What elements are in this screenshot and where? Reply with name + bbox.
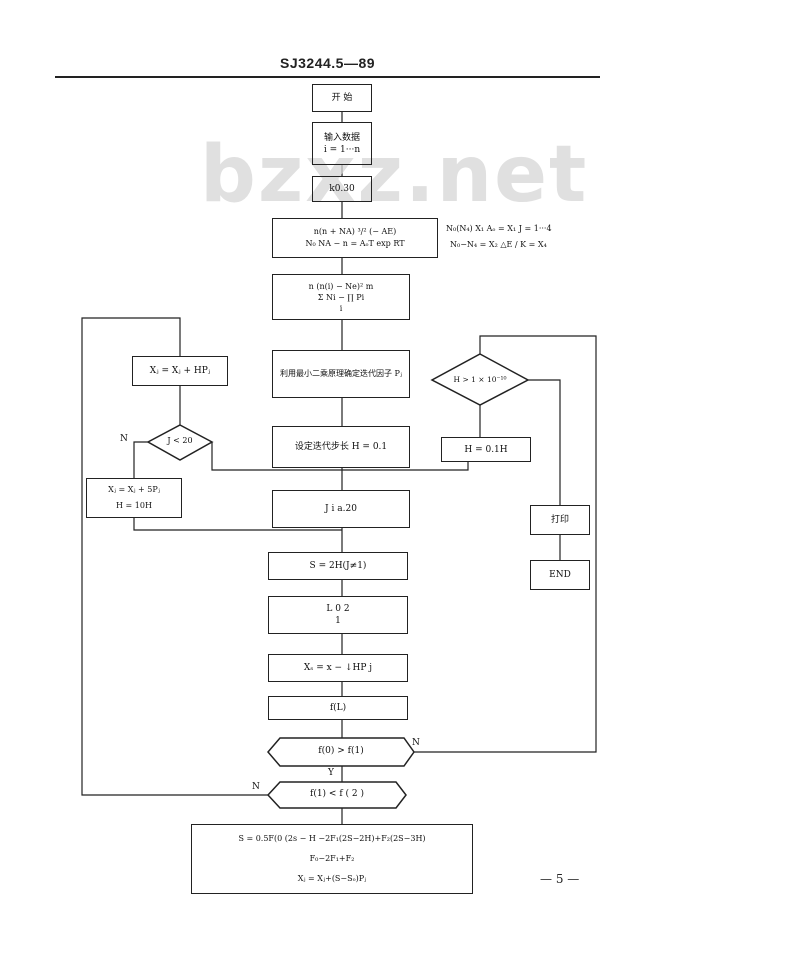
connector-x5-join [133, 518, 342, 531]
cmp1-text: f(0) > f(1) [318, 746, 364, 756]
formula1-box: n(n + NA) ³/² (− AE) N₀ NA − n = AₒT exp… [272, 218, 438, 258]
header-rule [55, 76, 600, 78]
label-n-bottom: N [252, 782, 260, 792]
annotation-line2: N₀−N₄ = X₂ △E / K = X₄ [450, 240, 547, 249]
label-n-left: N [120, 434, 128, 444]
connector-hcond-print [528, 379, 561, 505]
x5-box: Xⱼ = Xⱼ + 5Pⱼ H = 10H [86, 478, 182, 518]
s-def-box: S = 2H(J≠1) [268, 552, 408, 580]
label-n-right: N [412, 738, 420, 748]
formula2-box: n (n(i) − Ne)² m Σ Ni − ∏ Pi i [272, 274, 410, 320]
diamond-j-cond [146, 424, 214, 461]
loop-box: L 0 2 1 [268, 596, 408, 634]
step-box: 设定迭代步长 H = 0.1 [272, 426, 410, 468]
fl-box: f(L) [268, 696, 408, 720]
h-div-box: H = 0.1H [441, 437, 531, 462]
start-box: 开 始 [312, 84, 372, 112]
print-box: 打印 [530, 505, 590, 535]
hexagon-cmp1 [267, 737, 415, 767]
lsq-box: 利用最小二乘原理确定迭代因子 Pⱼ [272, 350, 410, 398]
label-y: Y [328, 768, 334, 778]
end-box: END [530, 560, 590, 590]
page-number: — 5 — [540, 872, 580, 886]
input-box: 输入数据 i = 1···n [312, 122, 372, 165]
watermark: bzxz.net [200, 130, 589, 220]
k-box: k0.30 [312, 176, 372, 202]
annotation-line1: N₀(N₄) X₁ Aₒ = X₁ J = 1···4 [446, 224, 552, 233]
connector-jcond-n [133, 441, 148, 478]
j-box: J i a.20 [272, 490, 410, 528]
xs-box: Xₛ = x − ↓HP j [268, 654, 408, 682]
j-cond-text: J < 20 [167, 436, 193, 445]
final-box: S = 0.5F(0 (2s − H −2F₁(2S−2H)+F₂(2S−3H)… [191, 824, 473, 894]
h-cond-text: H > 1 × 10⁻¹⁰ [453, 375, 507, 384]
xj-hp-box: Xⱼ = Xⱼ + HPⱼ [132, 356, 228, 386]
connector-cmp2-loop [81, 317, 268, 796]
cmp2-text: f(1) < f ( 2 ) [309, 789, 364, 799]
standard-number: SJ3244.5—89 [280, 55, 376, 71]
connector-jcond-y [211, 442, 469, 471]
diamond-h-cond [430, 353, 530, 406]
hexagon-cmp2 [266, 781, 407, 809]
connector-cmp1-loop [408, 335, 597, 753]
